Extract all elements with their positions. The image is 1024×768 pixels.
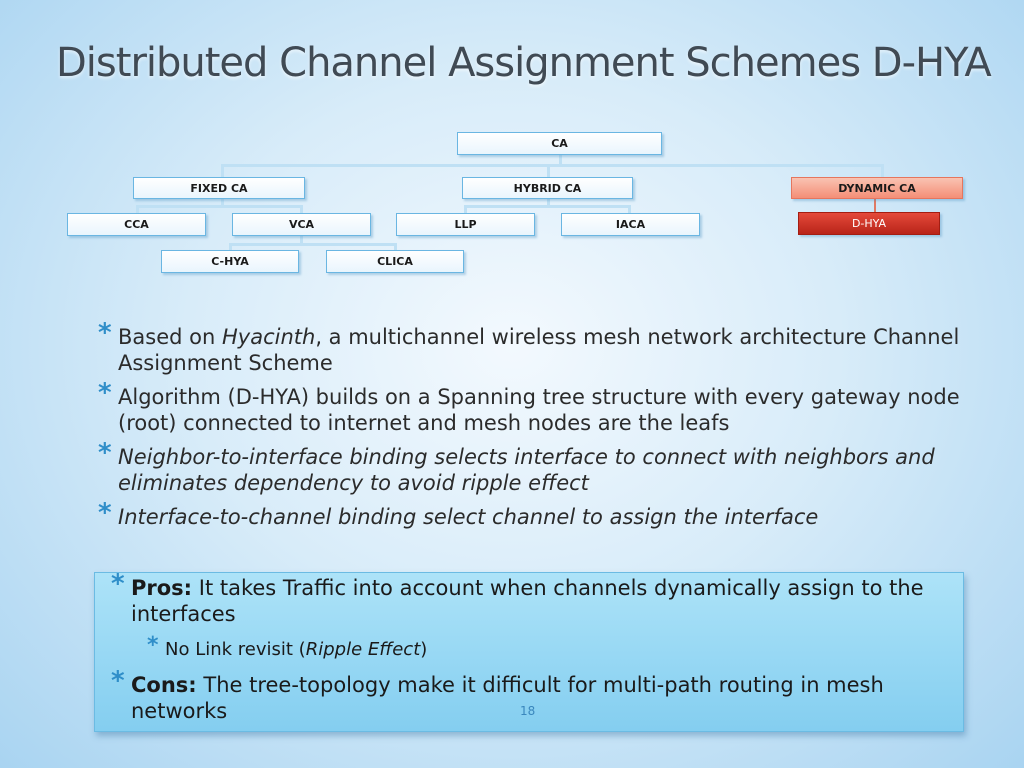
bullet-algorithm: * Algorithm (D-HYA) builds on a Spanning…	[98, 380, 978, 436]
asterisk-bullet-icon: *	[98, 438, 112, 468]
subitem-text: )	[420, 639, 428, 660]
pros-subitem: * No Link revisit (Ripple Effect)	[147, 635, 865, 661]
bullet-list: * Based on Hyacinth, a multichannel wire…	[98, 320, 978, 538]
node-d-hya: D-HYA	[798, 212, 940, 235]
node-vca: VCA	[232, 213, 371, 236]
pros-item: * Pros: It takes Traffic into account wh…	[111, 571, 951, 627]
connector-ca-down	[559, 155, 562, 166]
node-dynamic-ca: DYNAMIC CA	[791, 177, 963, 199]
node-cca: CCA	[67, 213, 206, 236]
connector-cca	[136, 205, 139, 213]
pros-label: Pros:	[131, 576, 193, 600]
connector-vca-bar	[229, 243, 397, 246]
asterisk-bullet-icon: *	[111, 569, 125, 599]
bullet-text: Interface-to-channel binding select chan…	[118, 505, 819, 529]
connector-vca-down	[300, 236, 303, 245]
connector-dhya	[874, 199, 876, 212]
connector-hybrid	[547, 164, 550, 177]
connector-fixed	[221, 164, 224, 177]
asterisk-bullet-icon: *	[98, 318, 112, 348]
bullet-channel-binding: * Interface-to-channel binding select ch…	[98, 500, 978, 530]
bullet-emphasis: Hyacinth	[221, 325, 316, 349]
bullet-text: Based on	[118, 325, 222, 349]
node-fixed-ca: FIXED CA	[133, 177, 305, 199]
connector-level1-bar	[221, 164, 884, 167]
connector-vca	[300, 205, 303, 213]
connector-hybrid-down	[547, 199, 550, 207]
node-clica: CLICA	[326, 250, 464, 273]
asterisk-bullet-icon: *	[147, 633, 159, 658]
connector-fixed-down	[221, 199, 224, 207]
node-iaca: IACA	[561, 213, 700, 236]
connector-llp	[464, 205, 467, 213]
bullet-neighbor-binding: * Neighbor-to-interface binding selects …	[98, 440, 978, 496]
bullet-text: Neighbor-to-interface binding selects in…	[118, 445, 935, 495]
node-c-hya: C-HYA	[161, 250, 299, 273]
bullet-hyacinth: * Based on Hyacinth, a multichannel wire…	[98, 320, 978, 376]
bullet-text: , a multichannel wireless mesh network a…	[118, 325, 960, 375]
connector-iaca	[628, 205, 631, 213]
connector-clica	[394, 243, 397, 250]
connector-chya	[229, 243, 232, 250]
asterisk-bullet-icon: *	[111, 666, 125, 696]
pros-text: It takes Traffic into account when chann…	[131, 576, 924, 626]
cons-item: * Cons: The tree-topology make it diffic…	[111, 668, 971, 724]
pros-cons-box: * Pros: It takes Traffic into account wh…	[94, 571, 964, 732]
asterisk-bullet-icon: *	[98, 378, 112, 408]
connector-dynamic	[881, 164, 884, 177]
node-ca: CA	[457, 132, 662, 155]
connector-fixed-bar	[136, 205, 303, 208]
cons-text: The tree-topology make it difficult for …	[131, 673, 884, 723]
slide-title: Distributed Channel Assignment Schemes D…	[56, 40, 992, 86]
asterisk-bullet-icon: *	[98, 498, 112, 528]
page-number: 18	[520, 704, 536, 718]
subitem-text: No Link revisit (	[165, 639, 306, 660]
cons-label: Cons:	[131, 673, 197, 697]
subitem-emphasis: Ripple Effect	[305, 639, 421, 660]
node-llp: LLP	[396, 213, 535, 236]
node-hybrid-ca: HYBRID CA	[462, 177, 633, 199]
bullet-text: Algorithm (D-HYA) builds on a Spanning t…	[118, 385, 960, 435]
